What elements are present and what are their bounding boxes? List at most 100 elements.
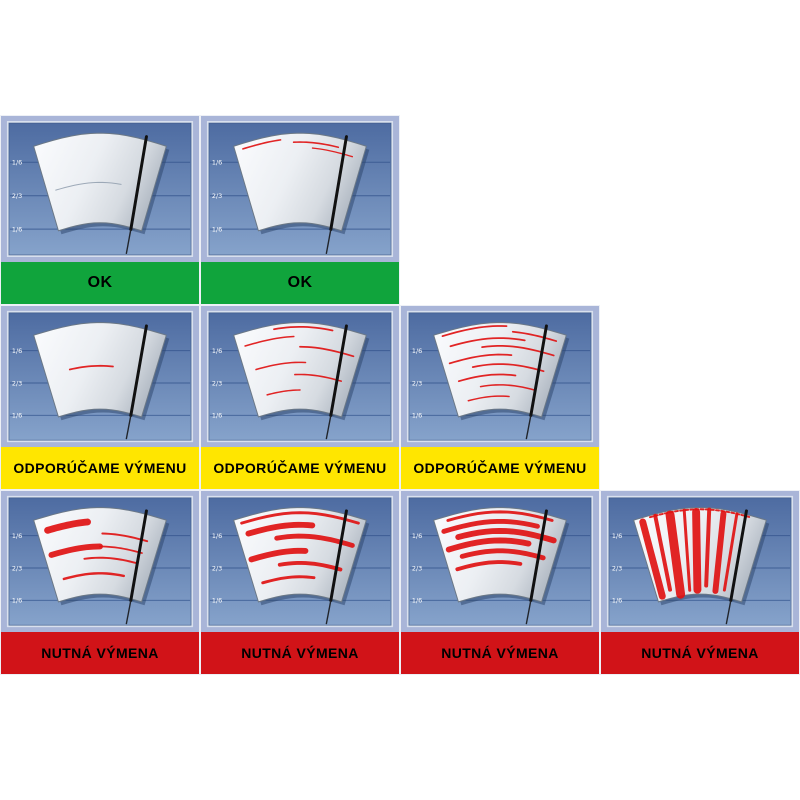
wiper-blade <box>329 509 348 603</box>
scale-label: 1/6 <box>12 226 22 234</box>
vertical-streak <box>692 508 702 594</box>
wiper-sweep-illustration: 1/6 2/3 1/6 <box>201 306 399 447</box>
streak <box>101 532 149 543</box>
streak <box>467 395 510 402</box>
scale-label: 1/6 <box>12 412 22 420</box>
streak <box>299 345 355 358</box>
scale-label: 1/6 <box>612 532 622 540</box>
streak <box>44 518 91 534</box>
streak <box>255 361 307 371</box>
streak <box>446 510 554 522</box>
sweep-panel: 1/6 2/3 1/6 <box>201 116 399 262</box>
wiper-blade <box>129 509 148 603</box>
scale-label: 2/3 <box>212 564 222 572</box>
sweep-panel: 1/6 2/3 1/6 <box>1 306 199 447</box>
streak <box>449 337 526 348</box>
scale-label: 1/6 <box>212 347 222 355</box>
wiper-blade <box>529 324 548 418</box>
wiper-blade <box>329 135 348 231</box>
status-label: OK <box>201 262 399 304</box>
streak <box>511 330 558 342</box>
wiper-sweep-area <box>233 322 367 418</box>
scale-label: 2/3 <box>412 379 422 387</box>
sweep-panel: 1/6 2/3 1/6 <box>401 306 599 447</box>
streak <box>441 325 508 337</box>
streak <box>99 545 143 554</box>
streak <box>479 384 535 391</box>
streak <box>266 389 301 396</box>
scale-label: 1/6 <box>12 347 22 355</box>
sweep-panel: 1/6 2/3 1/6 <box>401 491 599 632</box>
scale-label: 1/6 <box>412 532 422 540</box>
wiper-sweep-illustration: 1/6 2/3 1/6 <box>1 306 199 447</box>
wiper-sweep-area <box>233 132 367 232</box>
vertical-streak <box>639 518 666 600</box>
wiper-blade <box>129 324 148 418</box>
streak <box>445 537 532 553</box>
scale-label: 1/6 <box>212 226 222 234</box>
scale-label: 2/3 <box>212 379 222 387</box>
streak <box>448 353 513 365</box>
status-label: ODPORÚČAME VÝMENU <box>1 447 199 489</box>
streak <box>277 560 343 572</box>
wiper-sweep-illustration: 1/62/31/6 <box>1 491 199 632</box>
scale-label: 2/3 <box>612 564 622 572</box>
scale-label: 1/6 <box>212 597 222 605</box>
status-label: ODPORÚČAME VÝMENU <box>401 447 599 489</box>
wiper-blade <box>129 135 148 231</box>
streak <box>471 363 545 373</box>
wiper-sweep-illustration: 1/6 2/3 1/6 <box>401 491 599 632</box>
scale-label: 1/6 <box>212 159 222 167</box>
scale-label: 2/3 <box>12 379 22 387</box>
wiper-sweep-illustration: 1/6 2/3 1/6 <box>401 306 599 447</box>
wiper-blade <box>529 509 548 603</box>
wiper-sweep-area <box>433 507 567 603</box>
scale-label: 1/6 <box>12 597 22 605</box>
scale-label: 2/3 <box>12 564 22 572</box>
streak <box>62 572 125 581</box>
scale-label: 1/6 <box>412 412 422 420</box>
wiper-sweep-area <box>33 322 167 418</box>
streak <box>273 325 334 332</box>
scale-label: 2/3 <box>12 192 22 200</box>
vertical-streak <box>722 512 739 592</box>
sweep-panel: 1/6 2/3 1/6 <box>201 491 399 632</box>
streak <box>83 556 138 565</box>
sweep-panel: 1/6 2/3 1/6 <box>201 306 399 447</box>
status-label: NUTNÁ VÝMENA <box>201 632 399 674</box>
vertical-streak <box>653 513 673 592</box>
status-label: NUTNÁ VÝMENA <box>401 632 599 674</box>
scale-label: 1/6 <box>412 597 422 605</box>
streak <box>248 547 309 563</box>
scale-label: 2/3 <box>212 192 222 200</box>
wiper-sweep-illustration: 1/6 2/3 1/6 <box>201 116 399 262</box>
streak <box>455 560 523 572</box>
vertical-streak <box>682 508 692 592</box>
scale-label: 1/6 <box>212 412 222 420</box>
streak <box>292 141 340 149</box>
streak <box>240 511 360 525</box>
scale-label: 2/3 <box>412 564 422 572</box>
wiper-sweep-illustration: 1/62/31/6 <box>1 116 199 262</box>
wiper-blade <box>329 324 348 418</box>
status-label: NUTNÁ VÝMENA <box>1 632 199 674</box>
streak <box>245 521 316 537</box>
streak <box>441 518 540 534</box>
streak <box>459 548 546 561</box>
scale-label: 1/6 <box>212 532 222 540</box>
scale-label: 1/6 <box>412 347 422 355</box>
streak <box>457 373 517 383</box>
status-label: NUTNÁ VÝMENA <box>601 632 799 674</box>
